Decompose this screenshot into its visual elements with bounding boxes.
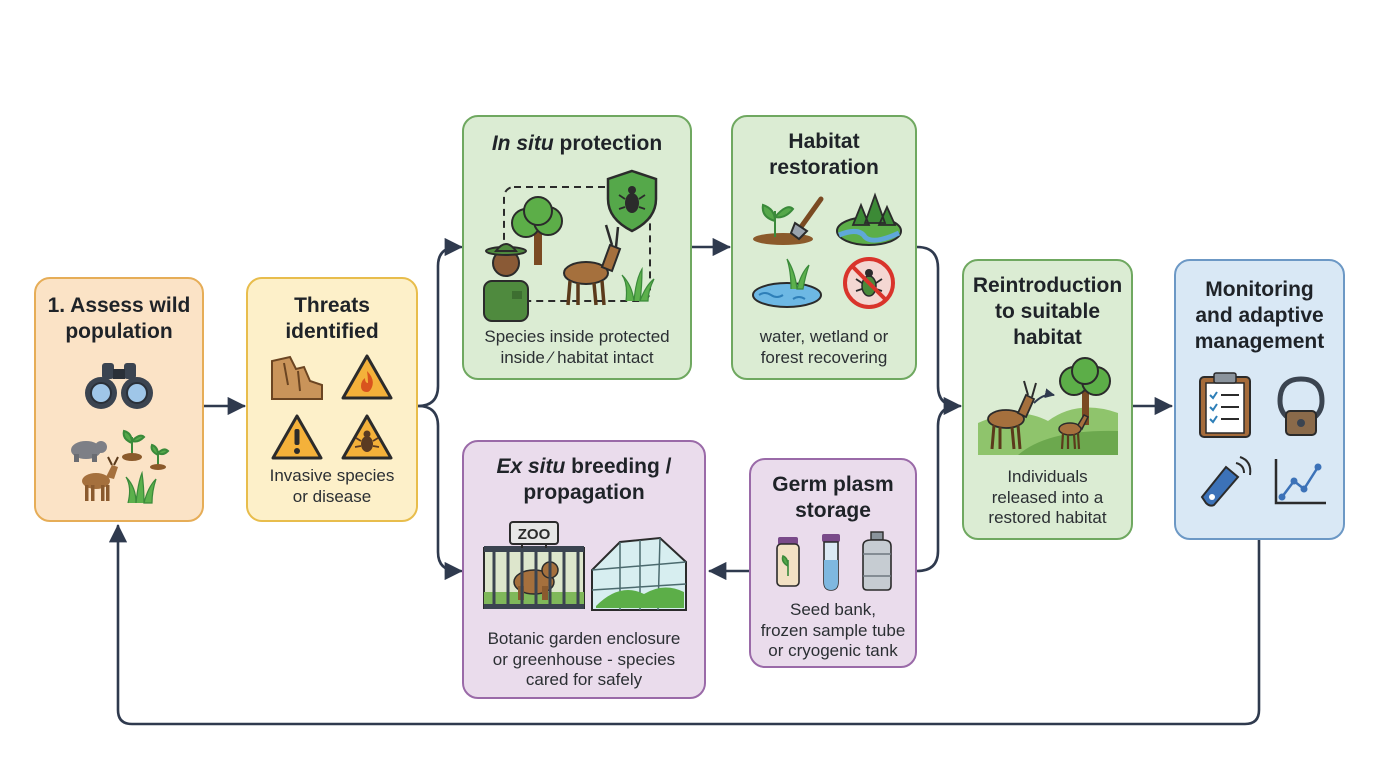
node-reintroduction: Reintroduction to suitable habitat Indiv… <box>962 259 1133 540</box>
grass-icon <box>621 266 655 302</box>
node-title: Threats identified <box>285 294 379 343</box>
edge-germplasm-to-reintroduction <box>915 404 960 573</box>
node-title: Monitoring and adaptive management <box>1194 278 1325 353</box>
node-title: Reintroduction to suitable habitat <box>972 274 1123 349</box>
node-description: Invasive species or disease <box>269 466 395 506</box>
node-description: Species inside protected inside ⁄ habita… <box>484 327 670 367</box>
tracking-collar-icon <box>1277 376 1325 436</box>
node-habitat-restoration: Habitat restoration water, wetland or fo… <box>731 115 917 380</box>
node-in-situ-protection: In situ protection <box>462 115 692 380</box>
antelope-icon <box>563 224 622 306</box>
node-title-italic: Ex situ <box>496 455 566 478</box>
edge-threats-to-ex-situ <box>416 404 463 581</box>
node-monitoring: Monitoring and adaptive management <box>1174 259 1345 540</box>
fire-warning-icon <box>341 354 393 400</box>
deer-icon <box>82 456 119 501</box>
node-assess-wild-population: 1. Assess wild population <box>34 277 204 522</box>
binoculars-icon <box>85 363 153 409</box>
greenhouse-icon <box>591 536 687 611</box>
trend-chart-icon <box>1274 459 1326 505</box>
zoo-enclosure-icon: ZOO <box>483 521 585 609</box>
deer-release-icon <box>978 357 1118 455</box>
edge-monitoring-to-assess <box>108 524 1261 726</box>
node-title: Ex situ breeding / propagation <box>470 454 698 506</box>
sample-tube-icon <box>822 534 840 591</box>
node-title-italic: In situ <box>491 132 554 155</box>
node-description: Seed bank, frozen sample tube or cryogen… <box>760 600 906 660</box>
edge-threats-to-in-situ <box>416 237 463 408</box>
pest-warning-icon <box>341 414 393 460</box>
node-title-rest: protection <box>553 132 663 155</box>
eroded-cliff-icon <box>271 355 323 400</box>
clipboard-icon <box>1199 372 1251 438</box>
sapling-shovel-icon <box>753 196 824 245</box>
alert-warning-icon <box>271 414 323 460</box>
node-germplasm-storage: Germ plasm storage Seed bank, frozen sam… <box>749 458 917 668</box>
node-title: Germ plasm storage <box>772 473 894 522</box>
node-title-rest: breeding / propagation <box>523 455 672 504</box>
seedlings-icon <box>122 429 170 470</box>
node-title: Habitat restoration <box>769 130 879 179</box>
beetle-shield-icon <box>606 169 658 233</box>
ranger-icon <box>483 243 529 322</box>
wetland-icon <box>752 258 822 308</box>
grass-icon <box>125 470 157 504</box>
no-pest-icon <box>843 257 895 309</box>
node-description: water, wetland or forest recovering <box>759 327 889 367</box>
node-description: Individuals released into a restored hab… <box>988 467 1107 527</box>
tree-icon <box>511 196 563 265</box>
bear-icon <box>513 561 559 600</box>
cryogenic-tank-icon <box>862 531 892 591</box>
node-description: Botanic garden enclosure or greenhouse -… <box>487 629 681 689</box>
zoo-sign-text: ZOO <box>518 526 551 543</box>
radio-tag-icon <box>1200 456 1252 507</box>
node-threats-identified: Threats identified Invasive species or d… <box>246 277 418 522</box>
node-title: 1. Assess wild population <box>47 294 191 343</box>
edge-restoration-to-reintroduction <box>915 245 962 416</box>
seed-jar-icon <box>776 537 800 587</box>
bear-icon <box>71 441 107 462</box>
node-ex-situ-breeding: Ex situ breeding / propagation ZOO Botan… <box>462 440 706 699</box>
protected-area-illustration <box>483 169 658 322</box>
forest-river-icon <box>836 192 902 246</box>
node-title: In situ protection <box>470 131 684 157</box>
